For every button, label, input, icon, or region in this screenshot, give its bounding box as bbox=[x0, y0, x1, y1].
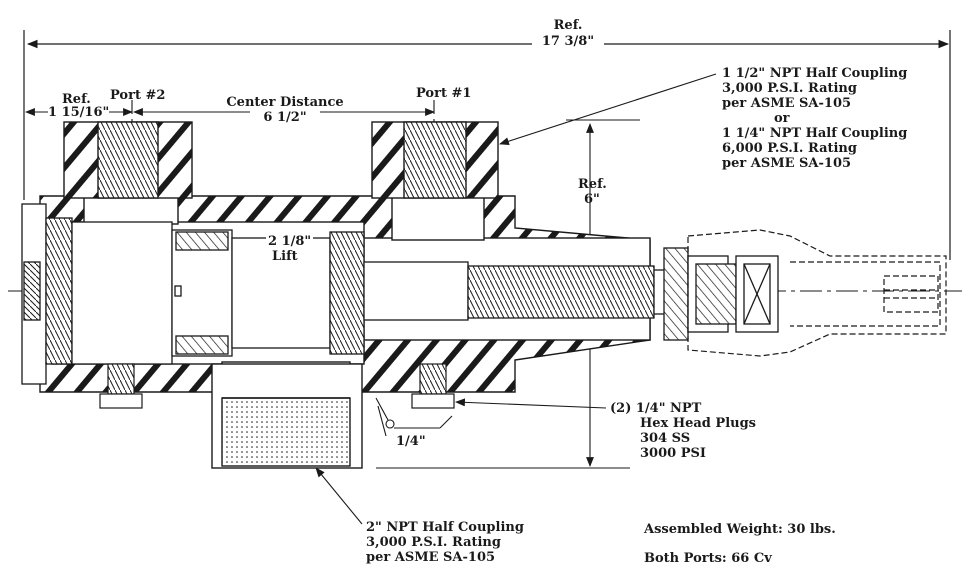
center-distance-label: Center Distance bbox=[226, 95, 344, 110]
height-value: 6" bbox=[584, 192, 600, 207]
left-offset-ref: Ref. bbox=[62, 92, 91, 107]
hex-head-plug-right bbox=[411, 363, 455, 409]
callout-line: 1 1/2" NPT Half Coupling bbox=[722, 66, 908, 81]
callout-line: Hex Head Plugs bbox=[640, 416, 756, 431]
callout-line: 1 1/4" NPT Half Coupling bbox=[722, 126, 908, 141]
leader-lines bbox=[315, 73, 717, 525]
port2-label: Port #2 bbox=[110, 88, 166, 103]
weld-size-label: 1/4" bbox=[396, 434, 426, 449]
height-ref: Ref. bbox=[578, 177, 607, 192]
overall-length-value: 17 3/8" bbox=[532, 34, 604, 49]
callout-line: or bbox=[774, 111, 790, 126]
callout-line: 2" NPT Half Coupling bbox=[366, 520, 524, 535]
callout-line: per ASME SA-105 bbox=[366, 550, 496, 565]
callout-line: 6,000 P.S.I. Rating bbox=[722, 141, 857, 156]
overall-length-ref: Ref. bbox=[553, 18, 583, 33]
bonnet-nut bbox=[687, 229, 947, 357]
piston bbox=[171, 229, 365, 357]
port2-coupling bbox=[63, 121, 193, 199]
callout-line: (2) 1/4" NPT bbox=[610, 401, 704, 416]
callout-line: 3000 PSI bbox=[640, 446, 706, 461]
packing-gland bbox=[663, 247, 779, 341]
lift-value: 2 1/8" bbox=[266, 234, 314, 249]
callout-line: 3,000 P.S.I. Rating bbox=[366, 535, 501, 550]
port1-coupling bbox=[371, 121, 499, 199]
left-end-cap bbox=[21, 203, 173, 385]
assembled-weight: Assembled Weight: 30 lbs. bbox=[644, 522, 836, 537]
callout-line: 304 SS bbox=[640, 431, 691, 446]
center-distance-value: 6 1/2" bbox=[250, 110, 320, 125]
hex-head-plug-left bbox=[99, 363, 143, 409]
lift-label: Lift bbox=[272, 249, 298, 264]
weld-symbol bbox=[375, 397, 453, 429]
callout-line: per ASME SA-105 bbox=[722, 156, 852, 171]
bottom-coupling bbox=[211, 363, 363, 469]
callout-line: 3,000 P.S.I. Rating bbox=[722, 81, 857, 96]
left-offset-value: 1 15/16" bbox=[48, 105, 110, 120]
flow-coefficient: Both Ports: 66 Cv bbox=[644, 551, 772, 566]
port1-label: Port #1 bbox=[416, 86, 472, 101]
overall-length-dimension bbox=[23, 30, 951, 260]
callout-line: per ASME SA-105 bbox=[722, 96, 852, 111]
